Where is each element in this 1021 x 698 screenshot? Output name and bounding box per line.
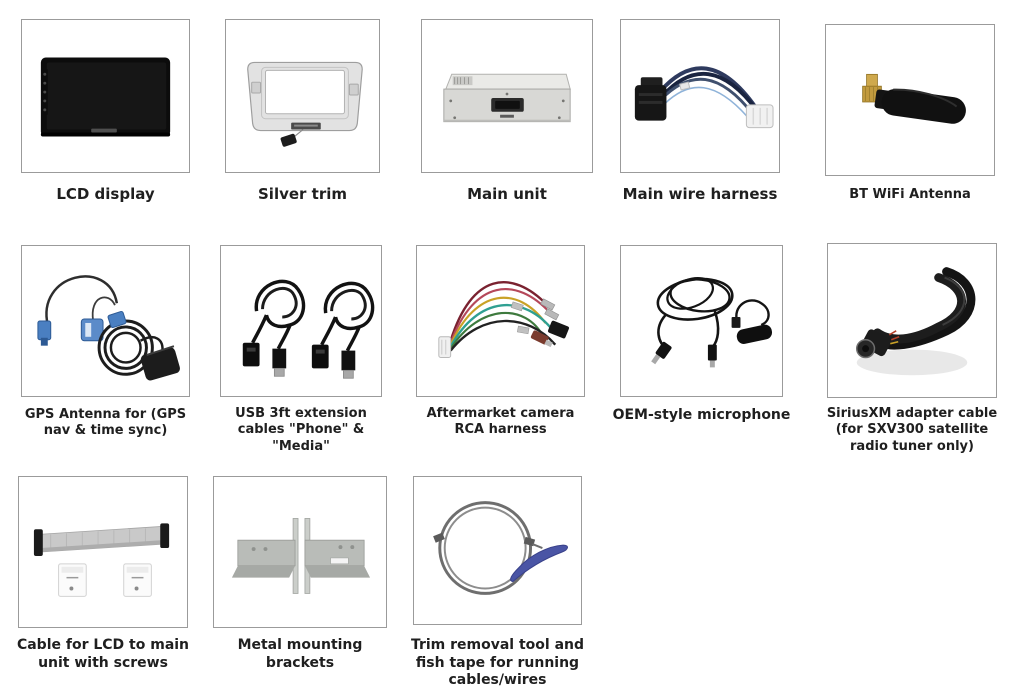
metal-brackets-image <box>213 476 387 628</box>
item-card-lcd-display: LCD display <box>21 19 190 204</box>
item-label: SiriusXM adapter cable (for SXV300 satel… <box>826 406 998 454</box>
camera-rca-harness-icon <box>438 281 570 359</box>
item-label: Cable for LCD to main unit with screws <box>16 637 190 671</box>
item-label: Metal mounting brackets <box>237 637 363 671</box>
item-label: Silver trim <box>258 185 347 203</box>
item-card-main-wire-harness: Main wire harness <box>620 19 780 204</box>
item-label: BT WiFi Antenna <box>849 187 971 202</box>
siriusxm-adapter-cable-icon <box>855 267 976 376</box>
trim-tool-fish-tape-image <box>413 476 582 625</box>
item-label: Main unit <box>467 185 547 203</box>
item-card-silver-trim: Silver trim <box>225 19 380 204</box>
item-label: Main wire harness <box>622 185 778 203</box>
bt-wifi-antenna-image <box>825 24 995 176</box>
camera-rca-harness-image <box>416 245 585 397</box>
main-wire-harness-image <box>620 19 780 173</box>
lcd-display-image <box>21 19 190 173</box>
item-label: LCD display <box>56 185 155 203</box>
main-wire-harness-icon <box>634 66 774 129</box>
item-card-gps-antenna: GPS Antenna for (GPS nav & time sync) <box>21 245 190 440</box>
oem-microphone-icon <box>651 276 773 368</box>
silver-trim-image <box>225 19 380 173</box>
usb-extension-cables-image <box>220 245 382 397</box>
item-label: GPS Antenna for (GPS nav & time sync) <box>24 407 187 439</box>
gps-antenna-icon <box>37 275 180 381</box>
item-card-trim-tool-fish-tape: Trim removal tool and fish tape for runn… <box>411 476 584 690</box>
main-unit-icon <box>443 73 571 123</box>
bt-wifi-antenna-icon <box>862 73 966 124</box>
metal-brackets-icon <box>231 518 371 594</box>
trim-tool-fish-tape-icon <box>433 501 568 595</box>
lcd-cable-screws-image <box>18 476 188 628</box>
lcd-display-icon <box>40 57 171 137</box>
item-label: OEM-style microphone <box>612 407 791 423</box>
lcd-cable-screws-icon <box>33 523 170 597</box>
item-label: Trim removal tool and fish tape for runn… <box>410 637 585 688</box>
gps-antenna-image <box>21 245 190 397</box>
siriusxm-adapter-cable-image <box>827 243 997 398</box>
main-unit-image <box>421 19 593 173</box>
item-card-metal-brackets: Metal mounting brackets <box>213 476 387 672</box>
item-card-main-unit: Main unit <box>421 19 593 204</box>
item-card-usb-extension-cables: USB 3ft extension cables "Phone" & "Medi… <box>220 245 382 455</box>
item-card-bt-wifi-antenna: BT WiFi Antenna <box>825 24 995 203</box>
item-card-siriusxm-adapter-cable: SiriusXM adapter cable (for SXV300 satel… <box>827 243 997 455</box>
silver-trim-icon <box>247 61 363 147</box>
item-card-lcd-cable-screws: Cable for LCD to main unit with screws <box>17 476 189 672</box>
oem-microphone-image <box>620 245 783 397</box>
item-card-camera-rca-harness: Aftermarket camera RCA harness <box>416 245 585 439</box>
item-label: USB 3ft extension cables "Phone" & "Medi… <box>235 406 367 454</box>
usb-extension-cables-icon <box>241 279 375 380</box>
item-card-oem-microphone: OEM-style microphone <box>613 245 790 425</box>
item-label: Aftermarket camera RCA harness <box>426 406 575 438</box>
